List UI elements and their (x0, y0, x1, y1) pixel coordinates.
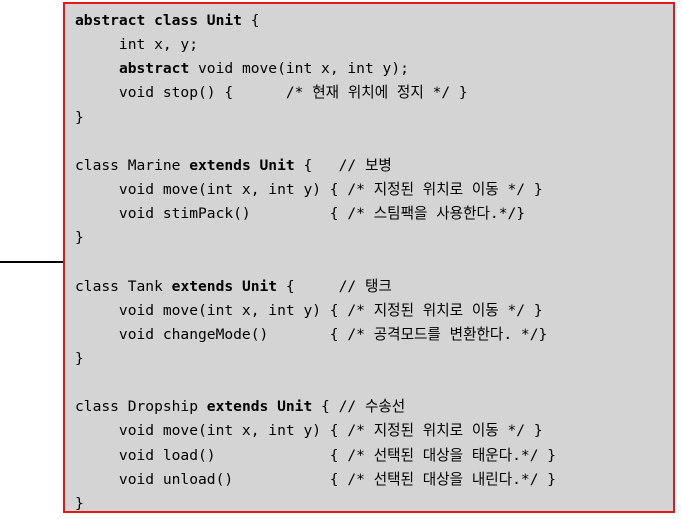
code-line: void move(int x, int y) { /* 지정된 위치로 이동 … (75, 178, 556, 202)
code-line: } (75, 492, 556, 516)
code-line: void load() { /* 선택된 대상을 태운다.*/ } (75, 444, 556, 468)
code-line: class Marine extends Unit { // 보병 (75, 154, 556, 178)
code-text: void load() { /* 선택된 대상을 태운다.*/ } (75, 446, 557, 464)
code-text: { // 수송선 (312, 398, 406, 416)
code-text (75, 60, 119, 77)
code-line: class Dropship extends Unit { // 수송선 (75, 395, 556, 419)
code-box: abstract class Unit { int x, y; abstract… (63, 2, 675, 513)
code-keyword: extends Unit (189, 156, 295, 174)
code-text: void stimPack() { /* 스팀팩을 사용한다.*/} (75, 205, 526, 223)
code-text: { (241, 12, 260, 29)
code-line (75, 250, 556, 274)
code-line (75, 371, 556, 395)
code-block: abstract class Unit { int x, y; abstract… (75, 9, 556, 516)
code-text: void unload() { /* 선택된 대상을 내린다.*/ } (75, 470, 557, 488)
code-line: void changeMode() { /* 공격모드를 변환한다. */} (75, 323, 556, 347)
code-keyword: extends Unit (171, 277, 278, 295)
code-keyword: abstract class Unit (75, 12, 242, 29)
code-text: int x, y; (75, 36, 199, 54)
code-line: } (75, 347, 556, 371)
code-text: void move(int x, int y) { /* 지정된 위치로 이동 … (75, 422, 543, 440)
code-line: } (75, 106, 556, 130)
code-line: int x, y; (75, 33, 556, 57)
code-keyword: abstract (118, 60, 190, 78)
code-text: class Dropship (75, 398, 207, 416)
code-line: } (75, 226, 556, 250)
code-line: void stimPack() { /* 스팀팩을 사용한다.*/} (75, 202, 556, 226)
code-line: void move(int x, int y) { /* 지정된 위치로 이동 … (75, 299, 556, 323)
code-text: } (75, 229, 84, 247)
code-text: void move(int x, int y) { /* 지정된 위치로 이동 … (75, 180, 543, 198)
code-text: class Tank (75, 277, 172, 295)
code-line: abstract void move(int x, int y); (75, 57, 556, 81)
code-text: } (75, 108, 84, 126)
code-line (75, 130, 556, 154)
code-line: abstract class Unit { (75, 9, 556, 33)
code-line: void move(int x, int y) { /* 지정된 위치로 이동 … (75, 419, 556, 443)
code-text: class Marine (75, 156, 190, 174)
code-text: void move(int x, int y) { /* 지정된 위치로 이동 … (75, 301, 543, 319)
code-text: } (75, 494, 84, 512)
code-text: void stop() { /* 현재 위치에 정지 */ } (75, 84, 468, 102)
code-text: { // 보병 (294, 156, 392, 174)
code-keyword: extends Unit (206, 398, 313, 416)
code-text: { // 탱크 (277, 277, 392, 295)
code-line: class Tank extends Unit { // 탱크 (75, 275, 556, 299)
code-text: } (75, 349, 84, 367)
code-line: void unload() { /* 선택된 대상을 내린다.*/ } (75, 468, 556, 492)
code-text: void move(int x, int y); (189, 60, 409, 78)
code-text: void changeMode() { /* 공격모드를 변환한다. */} (75, 325, 548, 343)
code-line: void stop() { /* 현재 위치에 정지 */ } (75, 81, 556, 105)
